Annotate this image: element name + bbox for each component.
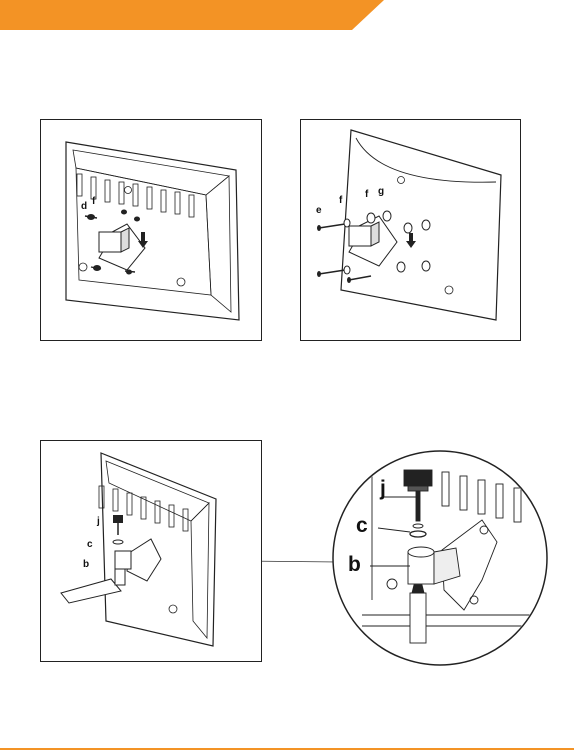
part-label-f: f bbox=[339, 196, 342, 206]
zoom-part-label-c: c bbox=[356, 515, 368, 536]
zoom-detail-circle: j c b bbox=[332, 450, 548, 666]
part-label-f: f bbox=[92, 197, 95, 207]
monitor-stand-mount-drawing bbox=[41, 441, 261, 661]
illustration-panel-3: j c b bbox=[40, 440, 262, 662]
illustration-panel-1: d f bbox=[40, 119, 262, 341]
part-label-b: b bbox=[83, 560, 89, 570]
part-label-c: c bbox=[87, 540, 93, 550]
monitor-curved-back-drawing bbox=[301, 120, 520, 340]
illustration-panel-2: e f f g bbox=[300, 119, 521, 341]
zoom-detail-drawing bbox=[332, 450, 548, 666]
footer-accent-line bbox=[0, 748, 574, 750]
part-label-j: j bbox=[97, 517, 100, 527]
part-label-e: e bbox=[316, 206, 322, 216]
monitor-back-drawing bbox=[41, 120, 261, 340]
part-label-g: g bbox=[378, 187, 384, 197]
zoom-part-label-j: j bbox=[380, 478, 386, 499]
part-label-d: d bbox=[81, 202, 87, 212]
part-label-f-second: f bbox=[365, 190, 368, 200]
zoom-part-label-b: b bbox=[348, 554, 361, 575]
